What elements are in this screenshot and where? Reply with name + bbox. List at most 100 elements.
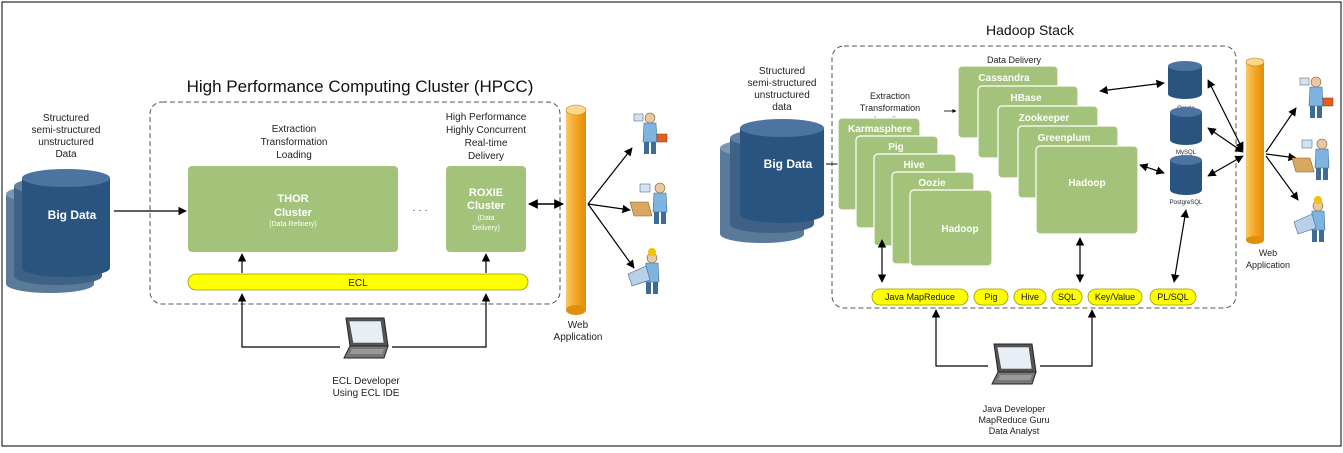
hpcc-web-label-1: Web [568,320,589,331]
mysql-database: MySQL [1170,107,1202,156]
web-user2-arrow [587,203,631,214]
hadoop-etl-label: Hadoop [941,224,978,235]
pill-pig-label: Pig [984,292,997,302]
pill-sql [1051,288,1083,306]
postgresql-label: PostgreSQL [1170,200,1203,206]
hpcc-etl-line-2: Transformation [261,137,328,148]
ecl-bar-label: ECL [348,278,368,289]
pill-pig [973,288,1009,306]
user-with-box-icon [629,182,668,225]
dev-to-ecl-left-arrow [237,293,340,348]
hadoop-delivery-stack: Cassandra HBase Zookeeper Greenplum Hado… [957,65,1139,235]
hadoop-dev-line-3: Data Analyst [989,426,1040,436]
hpcc-big-data-label: Big Data [48,208,97,222]
hadoop-etl-line-2: Transformation [860,103,920,113]
hadoop-source-line-3: unstructured [754,90,810,101]
hpcc-dev-line-1: ECL Developer [332,376,400,387]
hadoop-source-line-4: data [772,102,792,113]
oracle-database: Oracle [1168,61,1202,112]
hpcc-dev-line-2: Using ECL IDE [333,388,400,399]
pill-java-mapreduce-label: Java MapReduce [885,292,955,302]
hadoop-section: Hadoop Stack Structured semi-structured … [720,22,1334,436]
hpcc-source-line-3: unstructured [38,137,94,148]
thor-title: THOR [277,193,308,205]
oozie-label: Oozie [918,178,946,189]
karmasphere-label: Karmasphere [848,124,912,135]
delivery-oracle-arrow [1099,79,1165,95]
roxie-subtitle-1: (Data [477,215,494,222]
hpcc-section: High Performance Computing Cluster (HPCC… [6,77,668,399]
hpcc-web-application [565,104,587,315]
hpcc-delivery-line-2: Highly Concurrent [446,125,526,136]
pill-pl-sql-label: PL/SQL [1157,292,1189,302]
hpcc-title: High Performance Computing Cluster (HPCC… [187,77,534,96]
hadoop-etl-line-1: Extraction [870,91,910,101]
hadoop-laptop-icon [991,343,1037,385]
greenplum-label: Greenplum [1038,133,1091,144]
hadoop-big-data-database: Big Data [720,119,824,243]
hadoop-delivery-label: Data Delivery [987,55,1042,65]
user-with-briefcase-icon [633,112,668,155]
hbase-label: HBase [1010,93,1042,104]
thor-subtitle: (Data Refinery) [269,221,316,228]
hpcc-web-label-2: Application [554,332,603,343]
pig-label: Pig [888,142,904,153]
hadoop-dev-line-1: Java Developer [983,404,1046,414]
hadoop-web-label-1: Web [1259,248,1277,258]
hadoop-delivery-label-text: Hadoop [1068,178,1105,189]
hpcc-delivery-line-1: High Performance [446,112,527,123]
pill-sql-label: SQL [1058,292,1076,302]
hive-label: Hive [903,160,925,171]
hpcc-source-line-4: Data [55,149,77,160]
hpcc-delivery-line-3: Real-time [465,138,508,149]
postgres-web-arrow [1207,155,1244,177]
mysql-label: MySQL [1176,150,1197,156]
postgres-pill-arrow [1171,209,1189,283]
user-with-tablet-icon [627,248,660,295]
thor-cluster-box: THOR Cluster (Data Refinery) [188,166,398,252]
web-user1-arrow [587,147,633,205]
hadoop-etl-box [909,189,993,267]
hadoop-user-with-tablet-icon [1293,196,1326,243]
roxie-cluster-box: ROXIE Cluster (Data Delivery) [446,166,526,252]
hpcc-source-line-2: semi-structured [32,125,101,136]
hadoop-web-user1-arrow [1265,107,1297,153]
hadoop-web-user3-arrow [1265,155,1299,201]
pill-hive [1013,288,1047,306]
pill-key-value-label: Key/Value [1095,292,1135,302]
pill-pl-sql [1149,288,1197,306]
web-user3-arrow [587,203,635,269]
hadoop-dev-line-2: MapReduce Guru [978,415,1049,425]
thor-title-2: Cluster [274,207,313,219]
delivery-postgres-arrow [1139,163,1165,175]
roxie-subtitle-2: Delivery) [472,225,500,232]
laptop-icon [343,317,389,359]
hadoop-web-user2-arrow [1265,152,1297,162]
hadoop-source-line-2: semi-structured [748,78,817,89]
hadoop-user-with-box-icon [1291,138,1330,181]
dev-to-pill-right-arrow [1040,309,1097,367]
pill-hive-label: Hive [1021,292,1039,302]
hadoop-title: Hadoop Stack [986,22,1075,38]
hpcc-dots: · · · [412,205,428,216]
ecl-bar: ECL [187,273,529,291]
hadoop-delivery-box [1035,145,1139,235]
hadoop-source-line-1: Structured [759,66,805,77]
hadoop-big-data-label: Big Data [764,157,813,171]
hadoop-web-label-2: Application [1246,260,1290,270]
hadoop-etl-stack: Karmasphere Pig Hive Oozie Hadoop [837,117,993,267]
hpcc-source-line-1: Structured [43,113,89,124]
cassandra-label: Cassandra [978,73,1030,84]
hadoop-source-label: Structured semi-structured unstructured … [748,66,817,113]
roxie-title: ROXIE [469,187,503,199]
hpcc-delivery-line-4: Delivery [468,151,504,162]
dev-to-ecl-right-arrow [392,293,491,348]
pill-java-mapreduce [871,288,969,306]
dev-to-pill-left-arrow [931,309,988,367]
postgresql-database: PostgreSQL [1170,155,1203,206]
mysql-web-arrow [1207,127,1244,153]
hpcc-etl-line-1: Extraction [272,124,316,135]
hadoop-pills: Java MapReduce Pig Hive SQL Key/Value PL… [871,288,1197,306]
